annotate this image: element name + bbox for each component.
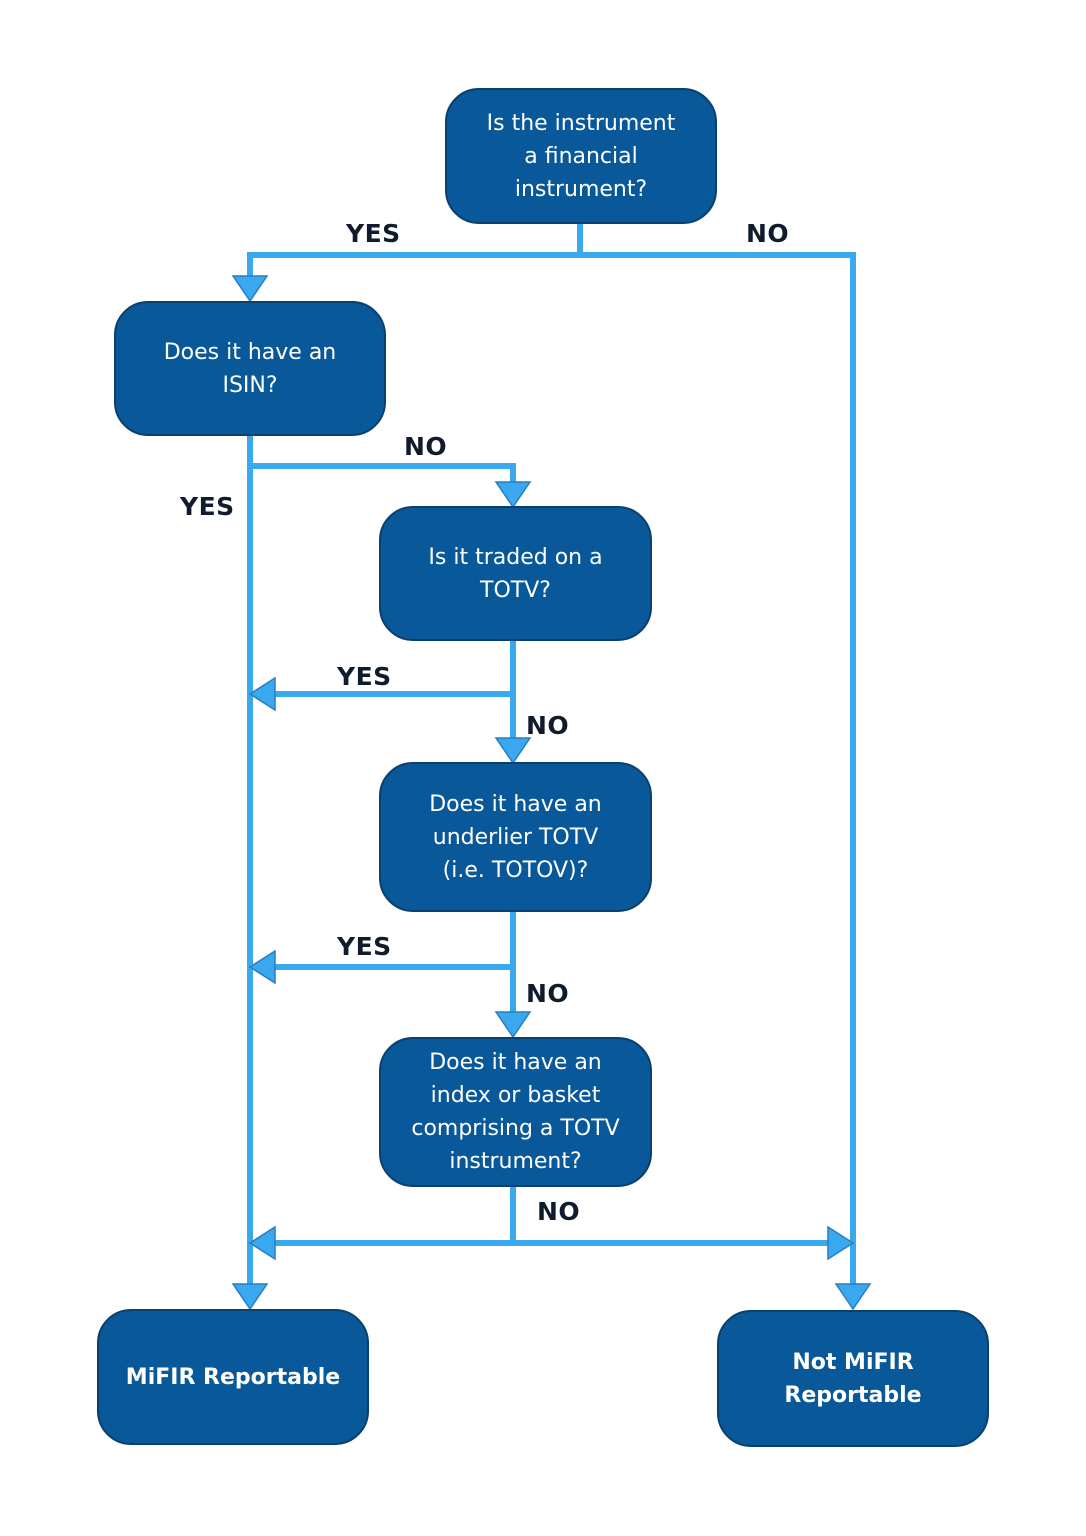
node-financial-instrument: Is the instrument a financial instrument… <box>445 88 717 224</box>
label-no-financial: NO <box>746 219 790 248</box>
node-totov: Does it have an underlier TOTV (i.e. TOT… <box>379 762 652 912</box>
arrowhead-totv-yes <box>248 676 276 712</box>
arrowhead-totov-yes <box>248 949 276 985</box>
node-mifir-reportable-text: MiFIR Reportable <box>125 1364 341 1390</box>
label-yes-financial: YES <box>346 219 401 248</box>
connector-top-split <box>247 224 856 1285</box>
label-no-totv: NO <box>526 711 570 740</box>
node-totv-text: Is it traded on a TOTV? <box>428 544 603 603</box>
arrowhead-to-totv <box>494 481 532 509</box>
connector-isin-no <box>250 463 516 482</box>
node-isin-text: Does it have an ISIN? <box>163 339 337 398</box>
label-no-totov: NO <box>526 979 570 1008</box>
node-financial-instrument-text: Is the instrument a financial instrument… <box>486 110 676 202</box>
node-isin: Does it have an ISIN? <box>114 301 386 436</box>
node-not-mifir-reportable-text: Not MiFIR Reportable <box>784 1349 922 1408</box>
node-index-basket: Does it have an index or basket comprisi… <box>379 1037 652 1187</box>
arrowhead-to-index <box>494 1011 532 1039</box>
node-totov-text: Does it have an underlier TOTV (i.e. TOT… <box>429 791 602 883</box>
node-totv: Is it traded on a TOTV? <box>379 506 652 641</box>
arrowhead-to-not-reportable <box>834 1283 872 1311</box>
label-yes-isin: YES <box>180 492 235 521</box>
arrowhead-index-right <box>827 1225 855 1261</box>
node-index-basket-text: Does it have an index or basket comprisi… <box>411 1050 620 1174</box>
node-not-mifir-reportable: Not MiFIR Reportable <box>717 1310 989 1447</box>
arrowhead-to-totov <box>494 737 532 765</box>
label-yes-totv: YES <box>337 662 392 691</box>
arrowhead-to-isin <box>231 275 269 303</box>
label-no-isin: NO <box>404 432 448 461</box>
arrowhead-index-left <box>248 1225 276 1261</box>
arrowhead-to-reportable <box>231 1283 269 1311</box>
label-yes-totov: YES <box>337 932 392 961</box>
label-no-index: NO <box>537 1197 581 1226</box>
node-mifir-reportable: MiFIR Reportable <box>97 1309 369 1445</box>
